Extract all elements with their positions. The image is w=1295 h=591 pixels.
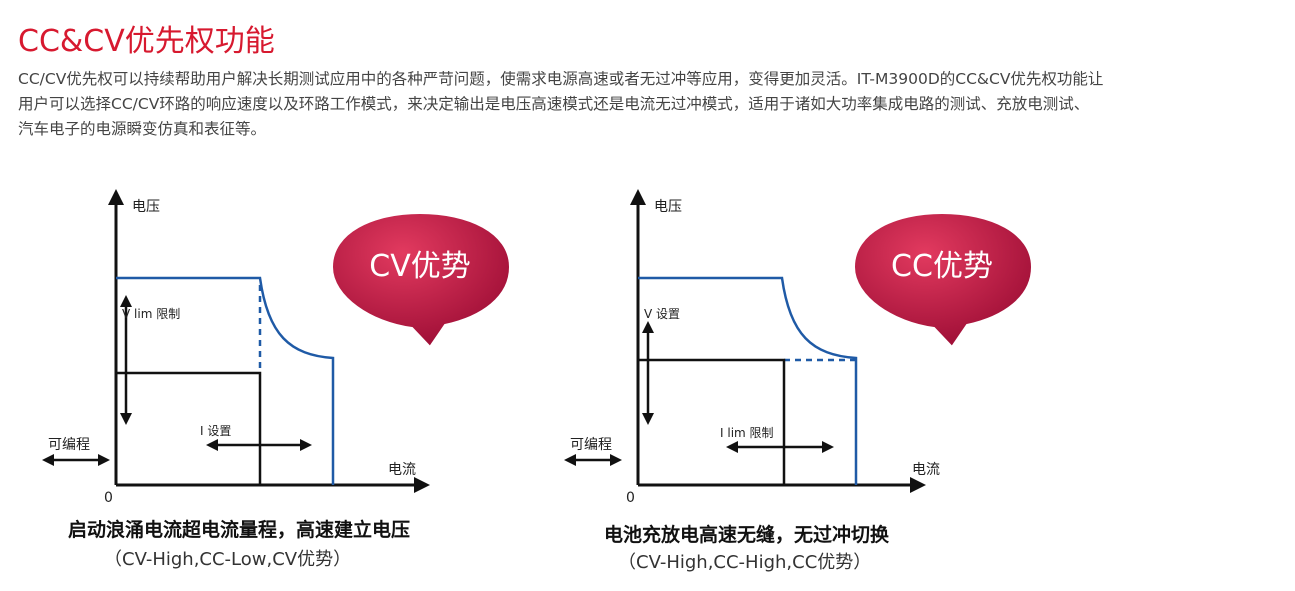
intro-line: 用户可以选择CC/CV环路的响应速度以及环路工作模式，来决定输出是电压高速模式还… [18, 95, 1090, 113]
x-axis-arrow [910, 477, 926, 493]
bubble-shape [852, 211, 1034, 349]
operating-box [116, 371, 262, 485]
operating-box [638, 358, 786, 485]
y-axis-arrow [108, 189, 124, 205]
intro-line: 汽车电子的电源瞬变仿真和表征等。 [18, 120, 267, 138]
page-title: CC&CV优先权功能 [18, 24, 275, 59]
intro-paragraph: CC/CV优先权可以持续帮助用户解决长期测试应用中的各种严苛问题，使需求电源高速… [18, 67, 1280, 142]
origin-label: 0 [104, 490, 113, 506]
cc-diagram-graphic [564, 189, 1034, 493]
i-limit-label: I lim 限制 [720, 426, 774, 440]
intro-line: CC/CV优先权可以持续帮助用户解决长期测试应用中的各种严苛问题，使需求电源高速… [18, 70, 1104, 88]
diagram-cv-advantage: 电压 电流 0 可编程 V lim 限制 I 设置 CV优势 启动浪涌电流超电流… [40, 185, 600, 585]
x-axis-label: 电流 [912, 462, 940, 478]
v-limit-label: V lim 限制 [122, 307, 181, 321]
diagram-caption: 启动浪涌电流超电流量程，高速建立电压 [68, 519, 411, 541]
bubble-label: CC优势 [891, 249, 993, 284]
output-curve [116, 276, 335, 485]
programmable-label: 可编程 [570, 437, 612, 453]
output-curve [638, 276, 858, 485]
bubble-shape [330, 211, 512, 349]
x-axis-label: 电流 [388, 462, 416, 478]
x-axis-arrow [414, 477, 430, 493]
diagram-subcaption: （CV-High,CC-High,CC优势） [618, 552, 872, 573]
diagram-cc-advantage: 电压 电流 0 可编程 V 设置 I lim 限制 CC优势 电池充放电高速无缝… [562, 185, 1122, 585]
origin-label: 0 [626, 490, 635, 506]
diagram-subcaption: （CV-High,CC-Low,CV优势） [104, 549, 352, 570]
y-axis-label: 电压 [132, 199, 160, 215]
programmable-label: 可编程 [48, 437, 90, 453]
bubble-label: CV优势 [369, 249, 471, 284]
cv-diagram-graphic [42, 189, 512, 493]
i-set-label: I 设置 [200, 424, 232, 438]
v-set-label: V 设置 [644, 307, 681, 321]
diagram-caption: 电池充放电高速无缝，无过冲切换 [604, 524, 890, 546]
y-axis-label: 电压 [654, 199, 682, 215]
y-axis-arrow [630, 189, 646, 205]
